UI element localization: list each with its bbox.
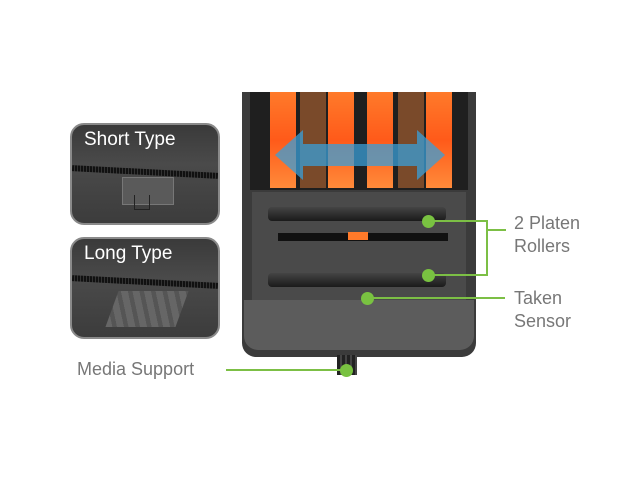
label-line: 2 Platen xyxy=(514,213,581,233)
adjust-arrow-icon xyxy=(275,130,445,180)
callout-dot xyxy=(360,291,374,305)
short-type-inset: Short Type xyxy=(70,123,220,225)
platen-rollers-label: 2 Platen Rollers xyxy=(514,212,580,258)
callout-dot xyxy=(421,214,435,228)
label-line: Rollers xyxy=(514,236,571,256)
long-type-inset: Long Type xyxy=(70,237,220,339)
media-support-label: Media Support xyxy=(77,359,195,379)
long-type-label: Long Type xyxy=(84,243,173,264)
callout-dot xyxy=(421,268,435,282)
label-line: Sensor xyxy=(514,311,572,331)
short-type-label: Short Type xyxy=(84,129,176,150)
callout-dot xyxy=(339,363,353,377)
platen-roller xyxy=(268,273,446,287)
taken-sensor-label: Taken Sensor xyxy=(514,287,571,333)
label-line: Taken xyxy=(514,288,563,308)
platen-roller xyxy=(268,207,446,221)
